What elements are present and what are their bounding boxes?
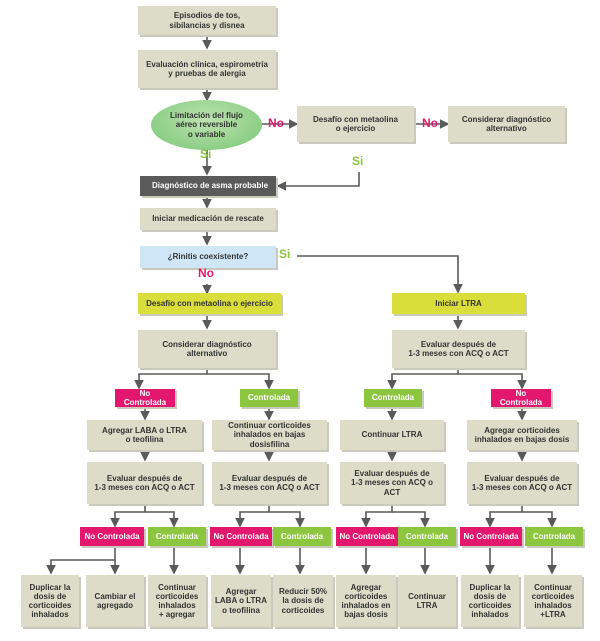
status-not-controlled-3: No Controlada bbox=[80, 527, 144, 546]
status-controlled-2: Controlada bbox=[364, 389, 422, 407]
node-alternative-diagnosis-top: Considerar diagnóstico alternativo bbox=[448, 106, 565, 142]
label-no-challenge: No bbox=[422, 116, 438, 130]
node-final-add-laba: Agregar LABA o LTRA o teofilina bbox=[211, 575, 271, 627]
node-alternative-diagnosis-left: Considerar diagnóstico alternativo bbox=[138, 330, 276, 368]
node-evaluate-after-ltra: Evaluar después de 1-3 meses con ACQ o A… bbox=[392, 330, 525, 368]
status-controlled-5: Controlada bbox=[398, 527, 456, 546]
status-controlled-6: Controlada bbox=[525, 527, 583, 546]
node-final-change-addon: Cambiar el agregado bbox=[86, 575, 144, 627]
node-evaluate-1: Evaluar después de 1-3 meses con ACQ o A… bbox=[87, 462, 202, 504]
node-continue-ltra: Continuar LTRA bbox=[340, 420, 444, 450]
node-final-double-dose-1: Duplicar la dosis de corticoides inhalad… bbox=[21, 575, 79, 627]
node-final-continue-ltra: Continuar LTRA bbox=[398, 575, 456, 627]
node-rescue-medication: Iniciar medicación de rescate bbox=[140, 208, 276, 230]
node-final-continue-plus-addon: Continuar corticoides inhalados + agrega… bbox=[148, 575, 206, 627]
node-evaluate-4: Evaluar después de 1-3 meses con ACQ o A… bbox=[467, 462, 577, 504]
node-add-laba: Agregar LABA o LTRA o teofilina bbox=[87, 420, 202, 450]
node-probable-asthma: Diagnóstico de asma probable bbox=[140, 176, 276, 196]
node-final-continue-plus-ltra: Continuar corticoides inhalados +LTRA bbox=[524, 575, 582, 627]
label-no-rhinitis: No bbox=[198, 266, 214, 280]
node-continue-low-dose: Continuar corticoides inhalados en bajas… bbox=[212, 420, 327, 450]
node-methacholine-challenge: Desafío con metaolina o ejercicio bbox=[297, 106, 414, 142]
node-coexisting-rhinitis: ¿Rinitis coexistente? bbox=[140, 246, 276, 268]
node-final-reduce-dose: Reducir 50% la dosis de corticoides bbox=[273, 575, 333, 627]
label-no-airflow: No bbox=[268, 116, 284, 130]
status-not-controlled-2: No Controlada bbox=[491, 389, 551, 407]
status-not-controlled-5: No Controlada bbox=[336, 527, 398, 546]
node-final-double-dose-2: Duplicar la dosis de corticoides inhalad… bbox=[461, 575, 519, 627]
status-not-controlled-1: No Controlada bbox=[115, 389, 175, 407]
label-si-rhinitis: Si bbox=[279, 247, 291, 261]
label-si-airflow: Si bbox=[200, 147, 212, 161]
node-airflow-limitation: Limitación del flujo aéreo reversible o … bbox=[151, 100, 262, 150]
node-final-add-low-dose: Agregar corticoides inhalados en bajas d… bbox=[336, 575, 396, 627]
node-clinical-evaluation: Evaluación clínica, espirometría y prueb… bbox=[138, 50, 276, 88]
node-evaluate-3: Evaluar después de 1-3 meses con ACQ o A… bbox=[340, 462, 444, 504]
status-controlled-1: Controlada bbox=[240, 389, 298, 407]
status-controlled-4: Controlada bbox=[273, 527, 331, 546]
status-not-controlled-4: No Controlada bbox=[210, 527, 272, 546]
node-methacholine-challenge-left: Desafío con metaolina o ejercicio bbox=[138, 293, 281, 314]
status-not-controlled-6: No Controlada bbox=[460, 527, 522, 546]
status-controlled-3: Controlada bbox=[148, 527, 206, 546]
node-symptoms: Episodios de tos, sibilancias y disnea bbox=[138, 6, 276, 35]
label-si-challenge: Si bbox=[352, 154, 364, 168]
node-add-low-dose: Agregar corticoides inhalados en bajas d… bbox=[467, 420, 577, 450]
node-start-ltra: Iniciar LTRA bbox=[392, 293, 525, 314]
node-evaluate-2: Evaluar después de 1-3 meses con ACQ o A… bbox=[212, 462, 327, 504]
